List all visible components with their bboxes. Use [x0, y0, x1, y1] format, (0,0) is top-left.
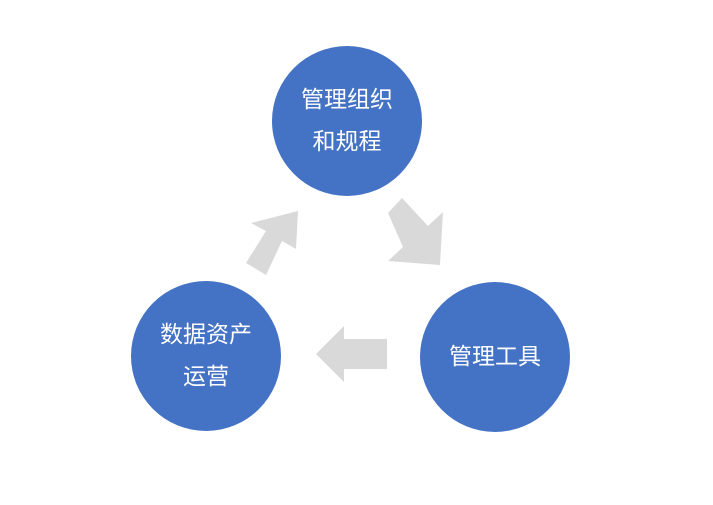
arrow-right-to-left-shape: [316, 326, 387, 382]
node-top-label: 管理组织 和规程: [301, 79, 393, 163]
node-management-organization: 管理组织 和规程: [272, 46, 422, 196]
node-left-line-2: 运营: [183, 364, 229, 390]
node-data-asset-operation: 数据资产 运营: [131, 281, 281, 431]
node-right-line-1: 管理工具: [449, 344, 541, 370]
node-left-line-1: 数据资产: [160, 322, 252, 348]
arrow-left-to-top-shape: [246, 211, 298, 275]
node-top-line-1: 管理组织: [301, 87, 393, 113]
node-right-label: 管理工具: [449, 336, 541, 378]
node-top-line-2: 和规程: [312, 129, 382, 155]
arrow-top-to-right-shape: [388, 198, 443, 265]
node-left-label: 数据资产 运营: [160, 314, 252, 398]
node-management-tools: 管理工具: [420, 282, 570, 432]
